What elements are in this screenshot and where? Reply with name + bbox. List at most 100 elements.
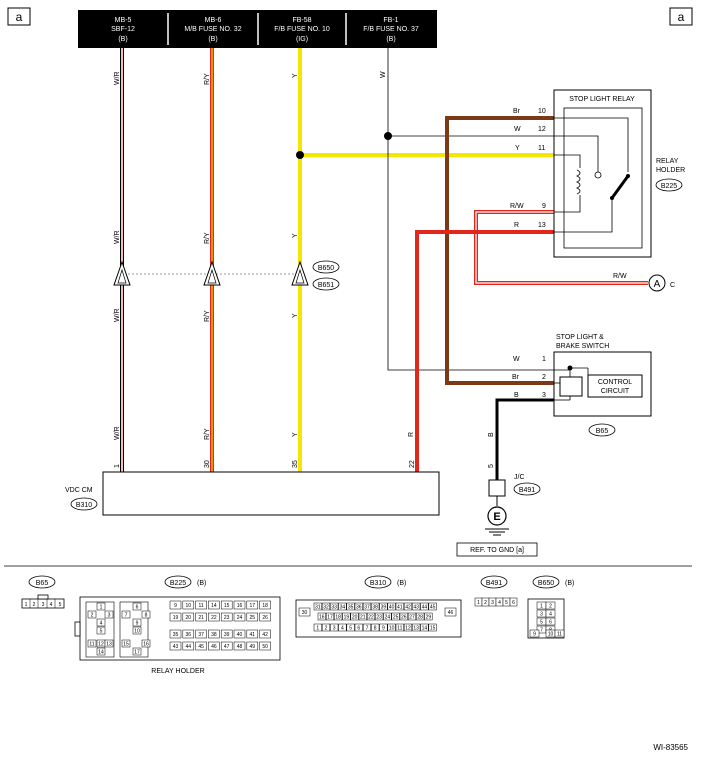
b225-bottom-cell-label: 40	[237, 632, 243, 638]
b310-row2-cell-label: 26	[401, 615, 407, 621]
b310-row3-cell	[371, 623, 380, 632]
relay-coil-icon	[576, 169, 581, 195]
b225-top-cell	[169, 600, 182, 610]
b225-bottom-cell	[182, 641, 195, 651]
svg-text:Y: Y	[292, 432, 299, 437]
b225-bottom-cell	[208, 641, 220, 651]
svg-text:HOLDER: HOLDER	[656, 167, 685, 174]
inline-connector-row: B650 B651	[113, 260, 340, 291]
b310-row1-cell-label: 39	[381, 605, 387, 611]
corner-tag-left-box	[7, 7, 31, 26]
b225-left-cell-label: 17	[134, 650, 140, 656]
svg-text:B651: B651	[318, 282, 334, 289]
b310-row2-cell-label: 24	[385, 615, 391, 621]
svg-text:STOP LIGHT &: STOP LIGHT &	[556, 334, 604, 341]
b225-top-cell	[220, 612, 233, 622]
wire-y	[296, 48, 554, 472]
b310-row1-cell	[428, 602, 437, 611]
svg-text:Br: Br	[512, 374, 520, 381]
fuse-3-line2: F/B FUSE NO. 10	[274, 26, 330, 33]
b310-row2-cell-label: 22	[368, 615, 374, 621]
b310-row1-cell-label: 31	[315, 605, 321, 611]
b225-bottom-cell-label: 36	[186, 632, 192, 638]
b310-row3-cell	[338, 623, 347, 632]
b310-row2-cell-label: 23	[376, 615, 382, 621]
b310-row1-cell	[346, 602, 355, 611]
b225-left-cell-label: 10	[134, 629, 140, 635]
b225-top-cell-label: 9	[174, 603, 177, 609]
svg-text:B225: B225	[170, 580, 186, 587]
b225-left-cell-label: 2	[91, 613, 94, 619]
svg-text:5: 5	[488, 464, 495, 468]
svg-text:12: 12	[538, 126, 546, 133]
b310-row1-cell	[395, 602, 404, 611]
b225-bottom-cell-label: 46	[211, 644, 217, 650]
fuse-1-line2: SBF-12	[111, 26, 135, 33]
b310-row1-cell	[321, 602, 331, 611]
b310-row3-cell-label: 5	[349, 626, 352, 632]
b310-row1-cell	[354, 602, 363, 611]
b650-cell-label: 11	[557, 632, 562, 638]
b310-row1-cell-label: 33	[331, 605, 337, 611]
b310-row3-cell	[420, 623, 429, 632]
b310-row1-cell-label: 45	[430, 605, 436, 611]
b310-row3-cell	[428, 623, 437, 632]
b310-row2-cell-label: 17	[327, 615, 333, 621]
b650-cell-label: 5	[540, 620, 543, 626]
svg-text:E: E	[493, 511, 500, 523]
b225-left-cell-label: 14	[98, 650, 104, 656]
b310-row3-cell-label: 9	[382, 626, 385, 632]
b225-left-cell	[87, 639, 97, 648]
svg-text:1: 1	[114, 464, 121, 468]
b310-row1-cell	[387, 602, 396, 611]
b310-row3-cell-label: 11	[397, 626, 402, 632]
b310-row3-cell	[330, 623, 339, 632]
b225-bottom-cell	[259, 629, 271, 639]
b491-cell-label: 1	[477, 600, 480, 606]
b650-cell-label: 3	[540, 612, 543, 618]
fuse-3-line3: (IG)	[296, 36, 308, 43]
svg-text:30: 30	[204, 460, 211, 468]
fuse-2-line3: (B)	[208, 36, 217, 43]
b310-row1-cell-label: 35	[348, 605, 354, 611]
b310-row1-cell	[420, 602, 429, 611]
b225-bottom-cell-label: 35	[173, 632, 179, 638]
b225-left-cell-label: 12	[98, 642, 104, 648]
b310-row1-cell	[371, 602, 380, 611]
b225-left-cell-label: 7	[125, 613, 128, 619]
b310-row2-cell-label: 25	[393, 615, 399, 621]
b310-row1-cell	[330, 602, 339, 611]
fuse-1-line3: (B)	[118, 36, 127, 43]
svg-text:Y: Y	[292, 233, 299, 238]
joint-connector-ground: 5 J/C B491 E REF. TO GND [a]	[456, 464, 541, 557]
b225-bottom-cell-label: 45	[198, 644, 204, 650]
svg-text:11: 11	[538, 145, 545, 152]
b225-top-cell-label: 26	[262, 615, 268, 621]
b225-left-cell-label: 6	[136, 605, 139, 611]
b225-top-cell-label: 23	[224, 615, 230, 621]
b225-left-cell-label: 3	[108, 613, 111, 619]
b310-side-cell	[444, 607, 457, 617]
svg-text:B491: B491	[486, 580, 502, 587]
b225-bottom-cell	[195, 629, 207, 639]
svg-text:Y: Y	[515, 145, 520, 152]
relay-pin-numbers: 10 12 11 9 13	[538, 108, 546, 229]
svg-text:R: R	[514, 222, 519, 229]
b225-left-cell	[121, 610, 131, 619]
b310-row3-cell	[362, 623, 372, 632]
svg-text:RELAY: RELAY	[656, 158, 679, 165]
b225-bottom-cell	[169, 629, 182, 639]
b310-row2-cell	[424, 612, 433, 621]
b225-bottom-cell-label: 43	[173, 644, 179, 650]
b225-bottom-cell	[182, 629, 195, 639]
b225-left-cell-label: 4	[100, 621, 103, 627]
b310-row1-cell-label: 42	[405, 605, 411, 611]
b225-top-cell	[246, 612, 259, 622]
b225-bottom-cell-label: 48	[237, 644, 243, 650]
b310-row3-cell-label: 4	[341, 626, 344, 632]
b225-left-cell	[141, 639, 151, 648]
svg-text:3: 3	[542, 392, 546, 399]
b225-top-cell-label: 17	[250, 603, 256, 609]
b225-left-cell	[121, 639, 131, 648]
